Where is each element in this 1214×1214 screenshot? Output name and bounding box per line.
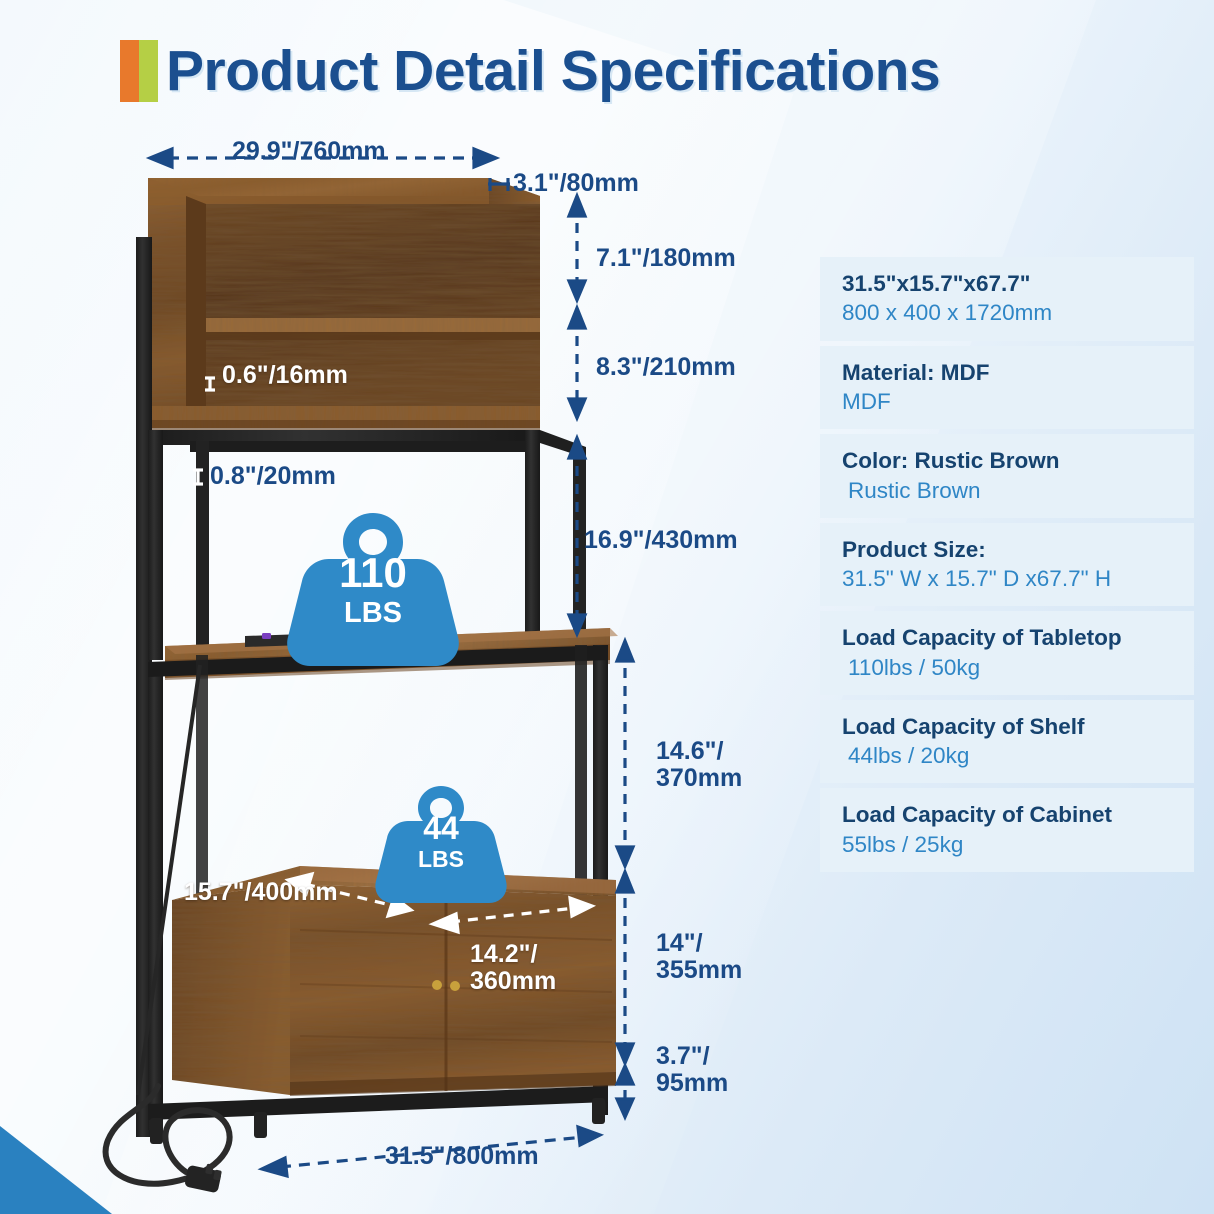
spec-row-overall-dimensions: 31.5"x15.7"x67.7" 800 x 400 x 1720mm [820,257,1194,341]
tabletop-load-value: 110 [339,549,407,596]
spec-label-material: Material: MDF [842,359,990,385]
spec-label-overall-dimensions: 31.5"x15.7"x67.7" [842,271,1031,296]
spec-label-product-size: Product Size: [842,536,986,562]
dimension-label-hutch-lower: 8.3"/210mm [596,353,736,381]
dimension-label-top-width: 29.9"/760mm [232,137,386,165]
spec-value-load-shelf: 44lbs / 20kg [848,743,970,769]
dimension-label-leg-height: 3.7"/ 95mm [656,1042,729,1097]
spec-label-load-tabletop: Load Capacity of Tabletop [842,625,1122,651]
page-header: Product Detail Specifications [120,38,941,104]
spec-label-load-cabinet: Load Capacity of Cabinet [842,802,1113,828]
shelf-load-badge [375,786,507,903]
spec-label-load-shelf: Load Capacity of Shelf [842,713,1085,739]
dimension-label-base-width: 31.5"/800mm [385,1142,539,1170]
hutch-unit [148,178,540,430]
spec-row-load-tabletop: Load Capacity of Tabletop 110lbs / 50kg [820,611,1194,695]
dimension-label-mid-gap: 14.6"/ 370mm [656,737,743,792]
shelf-load-number: 44 LBS [381,812,501,871]
dimension-label-cabinet-height: 14"/ 355mm [656,929,743,984]
tabletop-load-number: 110 LBS [298,549,448,629]
cabinet [172,866,616,1096]
dimension-label-frame-thickness: 0.8"/20mm [210,462,336,490]
dimension-arrows [145,146,636,1179]
spec-row-load-shelf: Load Capacity of Shelf 44lbs / 20kg [820,699,1194,784]
power-plug-icon [185,1163,222,1193]
dimension-label-door-width: 14.2"/ 360mm [470,940,557,995]
dimension-label-panel-thickness: 0.6"/16mm [222,361,348,389]
tabletop-load-badge [287,513,459,666]
header-accent-bars [120,40,158,102]
spec-value-load-cabinet: 55lbs / 25kg [842,831,964,857]
shelf-load-value: 44 [423,810,459,846]
spec-value-product-size: 31.5" W x 15.7" D x67.7" H [842,566,1112,592]
accent-bar-orange [120,40,139,102]
spec-value-color: Rustic Brown [848,477,981,503]
spec-row-material: Material: MDF MDF [820,345,1194,430]
dimension-label-top-lip: 3.1"/80mm [513,169,639,197]
corner-accent-triangle [0,1126,112,1214]
spec-value-overall-dimensions: 800 x 400 x 1720mm [842,300,1053,326]
spec-row-color: Color: Rustic Brown Rustic Brown [820,434,1194,518]
spec-row-load-cabinet: Load Capacity of Cabinet 55lbs / 25kg [820,788,1194,872]
accent-bar-green [139,40,158,102]
spec-value-material: MDF [842,389,891,414]
dimension-label-depth: 15.7"/400mm [184,878,338,906]
dimension-label-hutch-upper: 7.1"/180mm [596,244,736,272]
shelf-load-unit: LBS [418,846,464,872]
spec-row-product-size: Product Size: 31.5" W x 15.7" D x67.7" H [820,522,1194,607]
dimension-label-shelf-gap: 16.9"/430mm [584,526,738,554]
specification-table: 31.5"x15.7"x67.7" 800 x 400 x 1720mm Mat… [820,257,1194,877]
tabletop-load-unit: LBS [344,597,402,629]
spec-label-color: Color: Rustic Brown [842,448,1060,474]
page-title: Product Detail Specifications [166,39,941,103]
spec-value-load-tabletop: 110lbs / 50kg [848,654,981,680]
